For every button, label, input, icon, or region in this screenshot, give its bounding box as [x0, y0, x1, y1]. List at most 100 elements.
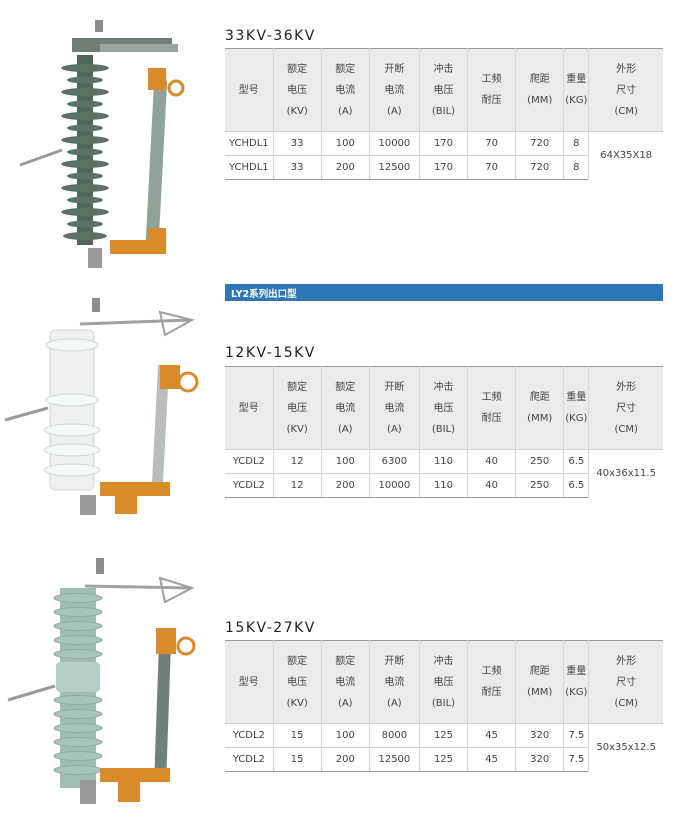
fuse-cutout-illustration	[7, 558, 196, 804]
cell-weight: 8	[563, 155, 589, 180]
section-title: 12KV-15KV	[225, 345, 316, 361]
cell-impulse: 125	[418, 723, 468, 748]
header-power-freq-withstand: 工频耐压	[467, 366, 516, 450]
header-dimensions: 外形尺寸(CM)	[588, 640, 663, 724]
header-model: 型号	[238, 402, 259, 414]
cell-breaking: 6300	[368, 449, 420, 474]
cell-weight: 6.5	[563, 473, 589, 498]
header-weight: 重量(KG)	[563, 48, 589, 132]
section-title: 15KV-27KV	[225, 620, 316, 636]
cell-weight: 7.5	[563, 723, 589, 748]
table-header-row: 型号 额定电压(KV) 额定电流(A) 开断电流(A) 冲击电压(BIL) 工频…	[225, 640, 663, 724]
cell-voltage: 33	[272, 155, 322, 180]
cell-withstand: 45	[467, 747, 516, 772]
cell-impulse: 110	[418, 473, 468, 498]
header-weight: 重量(KG)	[563, 640, 589, 724]
cell-voltage: 15	[272, 747, 322, 772]
fuse-cutout-illustration	[19, 20, 185, 268]
header-creepage: 爬距(MM)	[515, 640, 564, 724]
header-breaking-current: 开断电流(A)	[368, 366, 420, 450]
cell-current: 100	[320, 131, 370, 156]
header-model: 型号	[238, 84, 259, 96]
header-rated-voltage: 额定电压(KV)	[272, 640, 322, 724]
fuse-cutout-illustration	[4, 298, 199, 515]
header-impulse-voltage: 冲击电压(BIL)	[418, 48, 468, 132]
product-section-12kv: 12KV-15KV 型号 额定电压(KV) 额定电流(A) 开断电流(A) 冲击…	[0, 290, 680, 540]
header-creepage: 爬距(MM)	[515, 366, 564, 450]
cell-impulse: 170	[418, 155, 468, 180]
cell-dimensions: 64X35X18	[588, 131, 663, 180]
cell-creepage: 720	[515, 155, 564, 180]
cell-current: 100	[320, 723, 370, 748]
cell-model: YCDL2	[225, 747, 274, 772]
table-row: YCHDL1 33 100 10000 170 70 720 8 64X35X1…	[225, 131, 663, 180]
table-row: YCDL2 15 200 12500 125 45 320 7.5	[225, 747, 663, 772]
header-model: 型号	[238, 676, 259, 688]
header-rated-voltage: 额定电压(KV)	[272, 366, 322, 450]
cell-breaking: 12500	[368, 747, 420, 772]
cell-creepage: 720	[515, 131, 564, 156]
header-impulse-voltage: 冲击电压(BIL)	[418, 640, 468, 724]
cell-breaking: 10000	[368, 131, 420, 156]
header-power-freq-withstand: 工频耐压	[467, 640, 516, 724]
table-row: YCDL2 15 100 8000 125 45 320 7.5 50x35x1…	[225, 723, 663, 772]
cell-withstand: 40	[467, 449, 516, 474]
cell-model: YCHDL1	[225, 131, 274, 156]
header-rated-current: 额定电流(A)	[320, 640, 370, 724]
cell-impulse: 125	[418, 747, 468, 772]
cell-voltage: 12	[272, 473, 322, 498]
table-row: YCDL2 12 100 6300 110 40 250 6.5 40x36x1…	[225, 449, 663, 498]
cell-current: 200	[320, 473, 370, 498]
cell-impulse: 110	[418, 449, 468, 474]
cell-dimensions: 50x35x12.5	[588, 723, 663, 772]
cell-voltage: 12	[272, 449, 322, 474]
table-row: YCHDL1 33 200 12500 170 70 720 8	[225, 155, 663, 180]
cell-breaking: 12500	[368, 155, 420, 180]
header-dimensions: 外形尺寸(CM)	[588, 48, 663, 132]
cell-voltage: 33	[272, 131, 322, 156]
cell-creepage: 250	[515, 449, 564, 474]
header-weight: 重量(KG)	[563, 366, 589, 450]
cell-withstand: 45	[467, 723, 516, 748]
cell-withstand: 70	[467, 131, 516, 156]
cell-weight: 8	[563, 131, 589, 156]
cell-dimensions: 40x36x11.5	[588, 449, 663, 498]
header-breaking-current: 开断电流(A)	[368, 640, 420, 724]
cell-weight: 7.5	[563, 747, 589, 772]
cell-weight: 6.5	[563, 449, 589, 474]
cell-current: 200	[320, 155, 370, 180]
header-impulse-voltage: 冲击电压(BIL)	[418, 366, 468, 450]
cell-model: YCHDL1	[225, 155, 274, 180]
cell-creepage: 320	[515, 747, 564, 772]
header-dimensions: 外形尺寸(CM)	[588, 366, 663, 450]
header-breaking-current: 开断电流(A)	[368, 48, 420, 132]
spec-table: 型号 额定电压(KV) 额定电流(A) 开断电流(A) 冲击电压(BIL) 工频…	[225, 48, 663, 180]
cell-model: YCDL2	[225, 449, 274, 474]
cell-breaking: 10000	[368, 473, 420, 498]
cell-model: YCDL2	[225, 723, 274, 748]
header-rated-current: 额定电流(A)	[320, 366, 370, 450]
section-title: 33KV-36KV	[225, 28, 316, 44]
cell-withstand: 70	[467, 155, 516, 180]
product-section-33kv: 33KV-36KV 型号 额定电压(KV) 额定电流(A) 开断电流(A) 冲击…	[0, 0, 680, 280]
header-creepage: 爬距(MM)	[515, 48, 564, 132]
cell-breaking: 8000	[368, 723, 420, 748]
header-rated-voltage: 额定电压(KV)	[272, 48, 322, 132]
product-section-15kv: 15KV-27KV 型号 额定电压(KV) 额定电流(A) 开断电流(A) 冲击…	[0, 550, 680, 819]
table-header-row: 型号 额定电压(KV) 额定电流(A) 开断电流(A) 冲击电压(BIL) 工频…	[225, 48, 663, 132]
cell-creepage: 320	[515, 723, 564, 748]
header-rated-current: 额定电流(A)	[320, 48, 370, 132]
cell-voltage: 15	[272, 723, 322, 748]
cell-impulse: 170	[418, 131, 468, 156]
series-band-label: LY2系列出口型	[231, 289, 297, 300]
header-power-freq-withstand: 工频耐压	[467, 48, 516, 132]
cell-current: 200	[320, 747, 370, 772]
table-row: YCDL2 12 200 10000 110 40 250 6.5	[225, 473, 663, 498]
table-header-row: 型号 额定电压(KV) 额定电流(A) 开断电流(A) 冲击电压(BIL) 工频…	[225, 366, 663, 450]
series-band: LY2系列出口型	[225, 284, 663, 301]
cell-model: YCDL2	[225, 473, 274, 498]
cell-creepage: 250	[515, 473, 564, 498]
cell-withstand: 40	[467, 473, 516, 498]
cell-current: 100	[320, 449, 370, 474]
spec-table: 型号 额定电压(KV) 额定电流(A) 开断电流(A) 冲击电压(BIL) 工频…	[225, 640, 663, 772]
